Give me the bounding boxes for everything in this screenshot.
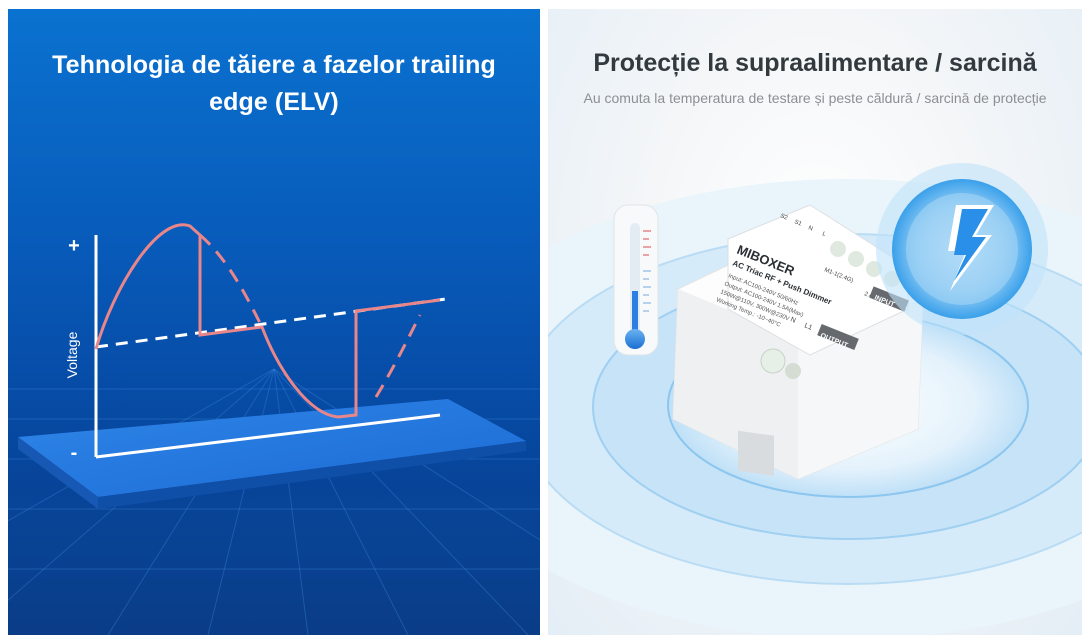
product-illustration: MIBOXER AC Triac RF + Push Dimmer Input:… [548, 163, 1082, 635]
terminal-bottom-n: N [789, 316, 796, 324]
dimmer-module-image: MIBOXER AC Triac RF + Push Dimmer Input:… [672, 204, 924, 480]
y-axis-label: Voltage [64, 331, 80, 378]
terminal-l: L [821, 231, 827, 238]
terminal-n: N [807, 225, 813, 232]
waveform-dashed [199, 233, 422, 398]
right-panel-title: Protecție la supraalimentare / sarcină [593, 49, 1037, 77]
right-panel-subtitle: Au comuta la temperatura de testare și p… [583, 90, 1047, 106]
terminal-s1: S1 [793, 219, 803, 228]
left-panel-title: Tehnologia de tăiere a fazelor trailing … [52, 51, 496, 116]
waveform-solid [94, 223, 441, 419]
minus-label: - [71, 442, 78, 464]
lightning-bolt-icon [876, 163, 1048, 335]
waveform-illustration: + - Voltage [8, 223, 540, 635]
base-plate [18, 399, 526, 497]
right-panel: MIBOXER AC Triac RF + Push Dimmer Input:… [548, 9, 1082, 635]
thermometer-icon [613, 204, 659, 356]
terminal-bottom-l1: L1 [803, 322, 813, 331]
plus-label: + [68, 235, 80, 257]
left-panel: + - Voltage Tehnologia de tăiere a fazel… [8, 9, 540, 635]
terminal-s2: S2 [779, 213, 789, 222]
